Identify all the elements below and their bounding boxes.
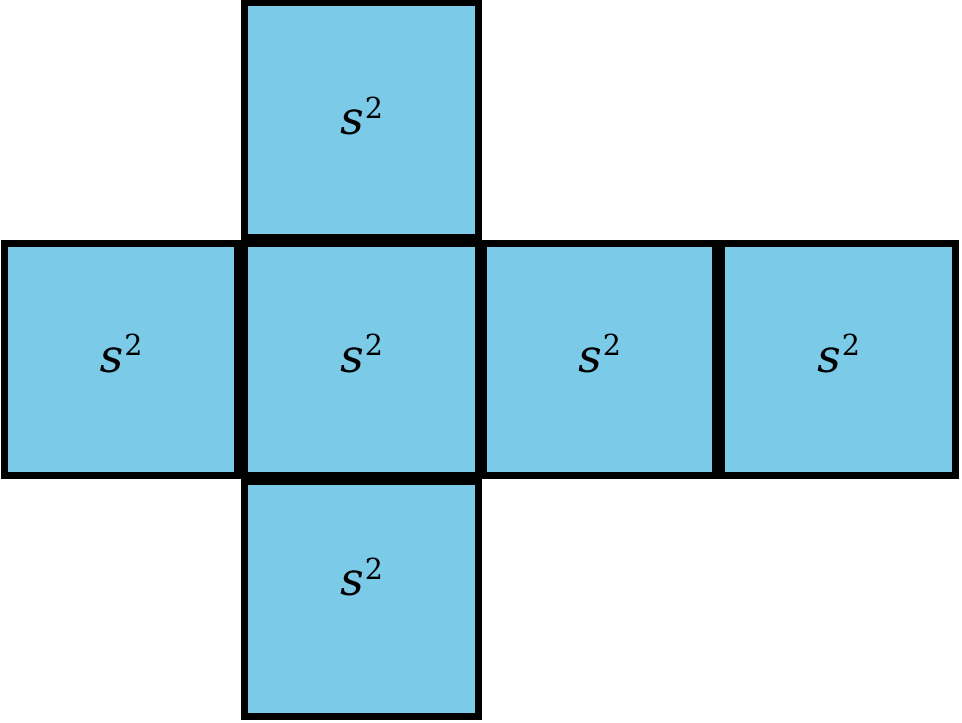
cube-face-bottom: s2 [241,478,482,720]
face-area-exponent-middle-right: 2 [602,329,621,363]
face-area-base-middle-far-right: s [817,328,841,383]
face-area-base-bottom: s [340,552,364,606]
cube-face-top: s2 [241,0,482,241]
face-area-base-top: s [340,91,364,145]
face-area-base-middle-center: s [340,328,364,383]
face-area-label-top: s2 [340,91,383,141]
face-area-exponent-middle-far-right: 2 [841,329,860,363]
face-area-exponent-middle-left: 2 [124,329,143,363]
cube-face-middle-far-right: s2 [718,240,959,479]
face-area-exponent-middle-center: 2 [364,329,383,363]
face-area-exponent-bottom: 2 [364,552,383,586]
cube-face-middle-right: s2 [480,240,719,479]
face-area-label-middle-left: s2 [100,331,143,378]
face-area-label-bottom: s2 [340,552,383,602]
cube-face-middle-left: s2 [1,240,241,479]
cube-face-middle-center: s2 [241,240,482,479]
face-area-base-middle-left: s [99,328,124,383]
face-area-exponent-top: 2 [364,91,383,125]
face-area-label-middle-far-right: s2 [817,331,860,378]
face-area-label-middle-center: s2 [340,331,383,378]
face-area-base-middle-right: s [578,328,602,383]
face-area-label-middle-right: s2 [578,331,621,378]
